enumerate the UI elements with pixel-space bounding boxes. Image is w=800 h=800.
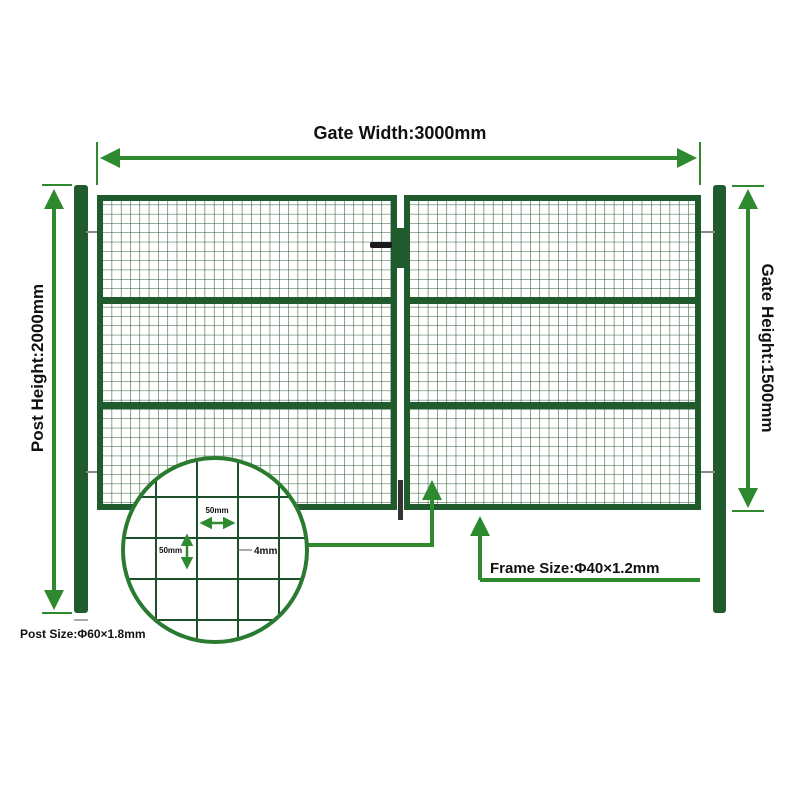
- mesh-height-label: 50mm: [159, 546, 182, 555]
- left-gate-leaf: [97, 195, 397, 510]
- wire-diameter-label: 4mm: [254, 546, 277, 557]
- left-post: [74, 185, 88, 613]
- post-size-label: Post Size:Φ60×1.8mm: [20, 627, 146, 641]
- frame-size-leader: [480, 520, 700, 582]
- mesh-width-label: 50mm: [205, 506, 228, 515]
- post-height-label: Post Height:2000mm: [28, 284, 47, 452]
- right-gate-leaf: [404, 195, 701, 510]
- drop-bolt: [398, 480, 403, 520]
- frame-size-label: Frame Size:Φ40×1.2mm: [490, 560, 659, 577]
- mesh-detail-inset: [121, 456, 309, 644]
- mesh-callout-leader: [305, 480, 442, 547]
- right-post: [713, 185, 726, 613]
- gate-height-label: Gate Height:1500mm: [758, 263, 777, 432]
- latch: [370, 228, 404, 268]
- gate-width-label: Gate Width:3000mm: [314, 123, 487, 143]
